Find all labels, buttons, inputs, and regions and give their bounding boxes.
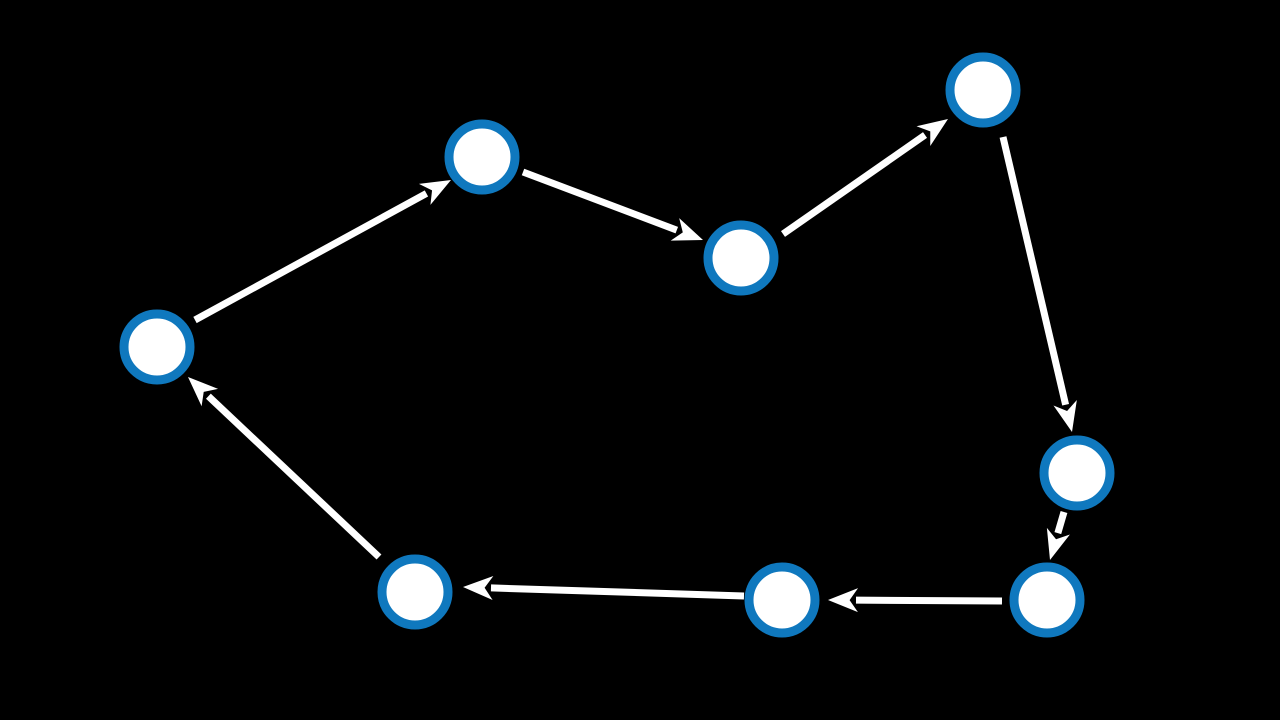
graph-node[interactable]: [945, 52, 1021, 128]
node-circle: [1039, 435, 1115, 511]
node-circle: [377, 554, 453, 630]
edge-line: [999, 136, 1070, 406]
edges-layer: [188, 119, 1077, 613]
graph-edge[interactable]: [193, 180, 451, 324]
edge-arrowhead-icon: [418, 180, 451, 205]
edge-line: [1054, 511, 1068, 535]
graph-edge[interactable]: [521, 168, 703, 241]
node-circle: [1009, 562, 1085, 638]
edge-line: [521, 168, 679, 234]
node-circle: [444, 119, 520, 195]
graph-node[interactable]: [444, 119, 520, 195]
edge-arrowhead-icon: [1053, 400, 1077, 432]
edge-line: [193, 190, 429, 324]
node-circle: [945, 52, 1021, 128]
edge-arrowhead-icon: [1046, 527, 1070, 560]
edge-arrowhead-icon: [463, 575, 494, 600]
node-circle: [744, 562, 820, 638]
edge-arrowhead-icon: [916, 119, 948, 146]
graph-node[interactable]: [377, 554, 453, 630]
edge-arrowhead-icon: [828, 588, 859, 613]
edge-arrowhead-icon: [188, 377, 219, 407]
edge-line: [205, 393, 382, 560]
nodes-layer: [119, 52, 1115, 638]
node-circle: [119, 309, 195, 385]
graph-edge[interactable]: [463, 575, 745, 600]
edge-line: [780, 132, 928, 237]
graph-edge[interactable]: [999, 136, 1077, 432]
graph-node[interactable]: [1039, 435, 1115, 511]
graph-node[interactable]: [119, 309, 195, 385]
graph-node[interactable]: [744, 562, 820, 638]
edge-arrowhead-icon: [670, 218, 703, 241]
edge-line: [490, 584, 745, 600]
graph-edge[interactable]: [780, 119, 948, 237]
graph-edge[interactable]: [828, 588, 1003, 613]
graph-node[interactable]: [703, 220, 779, 296]
graph-edge[interactable]: [1046, 511, 1070, 560]
edge-line: [855, 596, 1003, 605]
graph-node[interactable]: [1009, 562, 1085, 638]
graph-edge[interactable]: [188, 377, 382, 560]
node-circle: [703, 220, 779, 296]
